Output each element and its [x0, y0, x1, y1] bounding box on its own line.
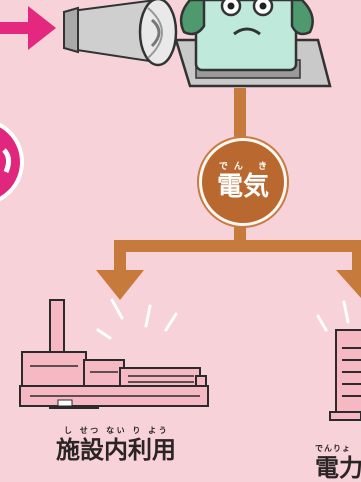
generator-robot-icon [174, 0, 332, 88]
document-stack-icon [329, 329, 361, 421]
caption-ruby: でんりょ [315, 444, 351, 453]
caption-power-sale: でんりょ 電力 [315, 444, 361, 482]
caption-in-facility-use: し せつ ない り よう 施設内利用 [56, 426, 176, 464]
turbine-icon [63, 0, 178, 67]
electricity-label: でん き 電気 [199, 138, 287, 226]
flow-branch [114, 240, 361, 252]
flow-line-top [234, 88, 246, 142]
flow-arrow-left [96, 240, 144, 300]
flow-arrow-right [336, 240, 361, 298]
caption-text: 施設内利用 [56, 436, 176, 464]
electricity-text: 電気 [216, 172, 269, 202]
factory-building-icon [19, 299, 209, 409]
source-circle [0, 122, 24, 202]
input-arrow [0, 6, 56, 50]
caption-text: 電力 [315, 454, 361, 482]
sparkle-lines-right [316, 300, 350, 332]
sparkle-lines-left [96, 298, 178, 340]
electricity-ruby: でん き [218, 162, 274, 172]
caption-ruby: し せつ ない り よう [64, 426, 170, 435]
